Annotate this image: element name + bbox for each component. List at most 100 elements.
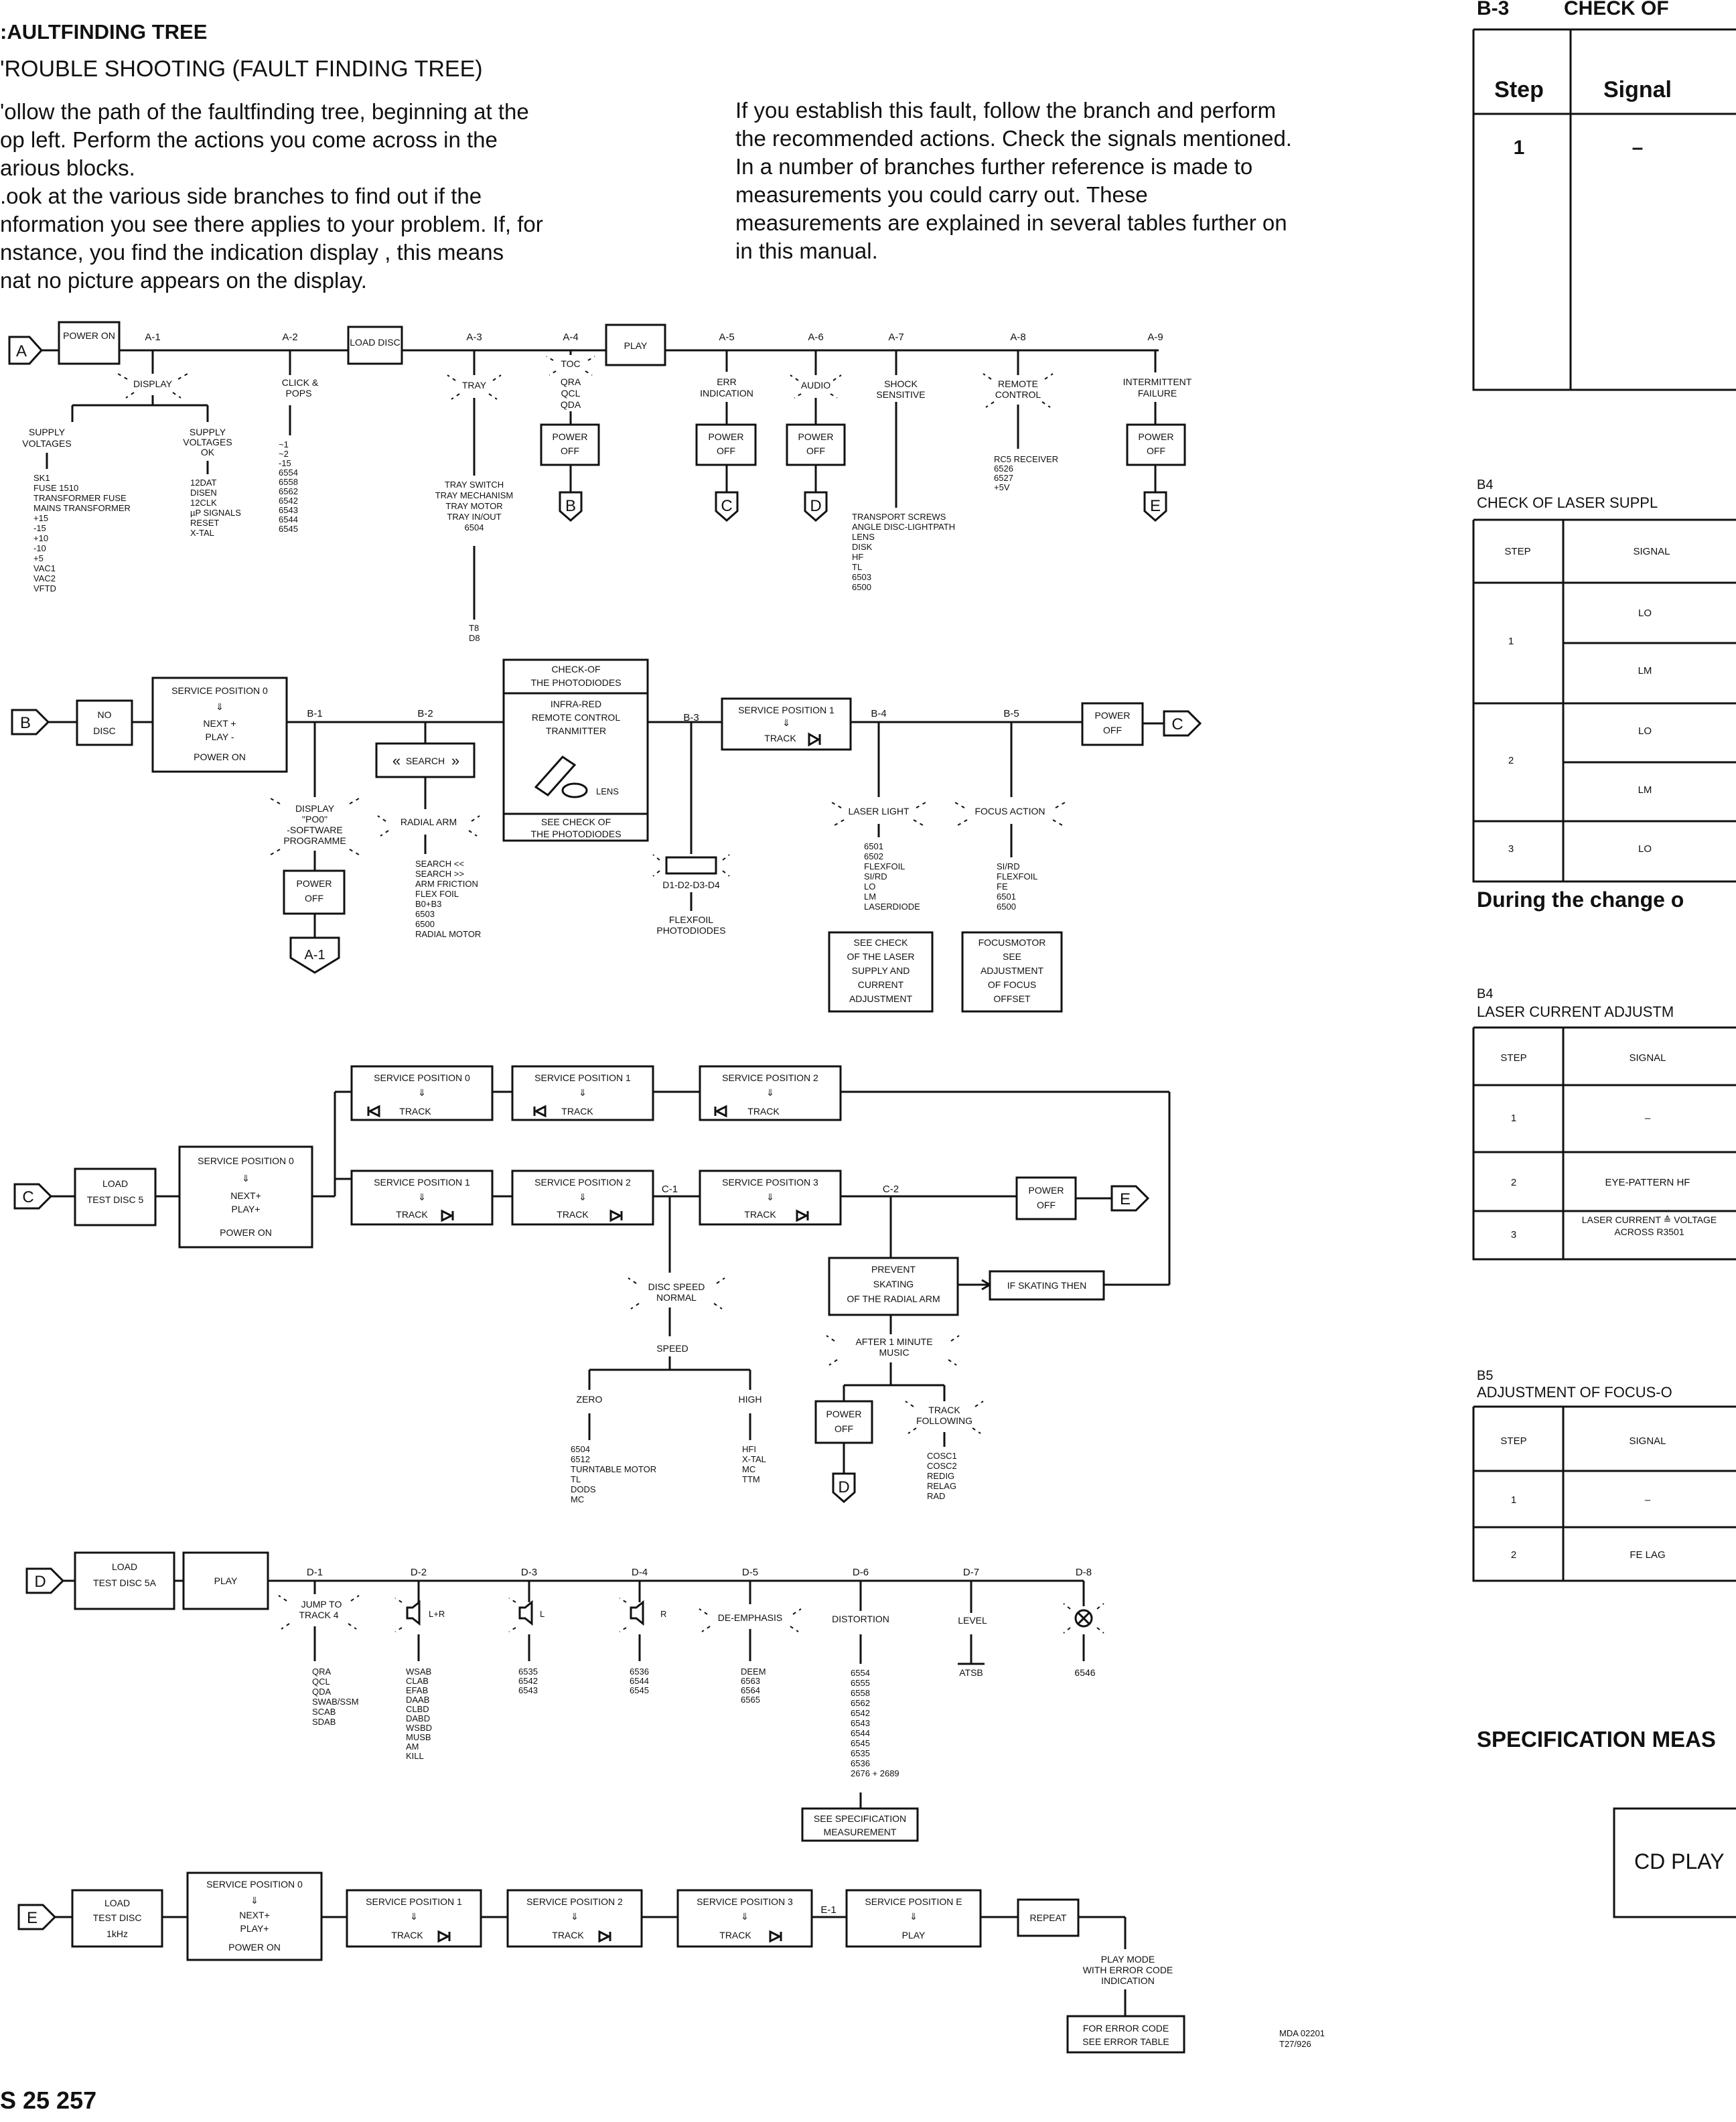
box-text: SERVICE POSITION 0 (374, 1072, 470, 1083)
a7-list-item: 6503 (852, 572, 871, 582)
connector-label: E (27, 1909, 38, 1927)
box-text: TRACK (396, 1209, 428, 1220)
a1-right-list-item: DISEN (190, 488, 217, 498)
d2-list-item: CLBD (406, 1704, 429, 1714)
arrow-down-icon: ⇓ (782, 717, 790, 728)
d-label: D-1 (307, 1567, 323, 1578)
box-text: SERVICE POSITION 0 (206, 1879, 303, 1890)
table-header: SIGNAL (1629, 1052, 1666, 1064)
connector-label: E (1120, 1190, 1131, 1208)
power-off-box (283, 869, 346, 915)
service-position-2-track-box (511, 1170, 654, 1226)
b4-list-item: 6502 (864, 851, 883, 861)
b2-list-item: FLEX FOIL (415, 889, 459, 899)
arrow-down-icon: ⇓ (579, 1087, 587, 1098)
box-text: PLAY (624, 340, 648, 351)
table-cell: 2 (1511, 1177, 1516, 1188)
box-text: TRACK (552, 1930, 584, 1940)
skip-previous-icon (367, 1105, 380, 1118)
service-position-1-box (721, 697, 852, 751)
a1-right-list-item: RESET (190, 518, 219, 528)
search-box (375, 742, 476, 778)
b2-list-item: RADIAL MOTOR (415, 929, 481, 939)
a1-left-list-item: VAC2 (33, 573, 56, 583)
box-text: MEASUREMENT (824, 1827, 897, 1837)
a-label: A-5 (719, 332, 734, 343)
box-text: LOAD (102, 1178, 128, 1189)
box-text: OF THE LASER (847, 951, 915, 962)
connector-label: D (810, 497, 821, 515)
d6-list-item: 6545 (851, 1738, 870, 1748)
box-text: CHECK-OF (551, 664, 600, 675)
power-off-text: OFF (305, 893, 323, 904)
power-off-text: OFF (1147, 445, 1165, 456)
d5-list-item: 6564 (741, 1685, 760, 1695)
a1-left-list-item: +10 (33, 533, 48, 543)
arrow-down-icon: ⇓ (418, 1192, 426, 1202)
power-off-text: POWER (553, 431, 588, 442)
table-cell: LM (1638, 784, 1652, 796)
table-header: Signal (1603, 77, 1672, 102)
table-cell: 3 (1508, 843, 1514, 855)
error-table-box (1066, 2015, 1185, 2054)
load-test-disc-5a-box (74, 1551, 175, 1610)
intro-left-line: nat no picture appears on the display. (0, 268, 367, 293)
box-text: TRACK (747, 1106, 780, 1117)
repeat-box (1017, 1898, 1080, 1937)
intro-left: 'ollow the path of the faultfinding tree… (0, 98, 543, 295)
connector-label: C (1171, 715, 1183, 733)
b1-indication: "PO0" (302, 814, 328, 825)
d-label: D-3 (521, 1567, 537, 1578)
table-id: B5 (1477, 1368, 1493, 1383)
connector-e-down (1143, 491, 1167, 522)
right-tables: B-3 CHECK OF Step Signal 1 – B4 CHECK OF… (1472, 0, 1736, 1918)
box-text: POWER ON (194, 752, 246, 762)
d1-indication: TRACK 4 (299, 1610, 338, 1620)
arrow-down-icon: ⇓ (410, 1911, 418, 1922)
spec-heading: SPECIFICATION MEAS (1477, 1727, 1716, 1752)
a3-tail: D8 (469, 633, 480, 643)
power-on-box (58, 321, 121, 365)
a-label: A-8 (1010, 332, 1025, 343)
d1-list-item: QRA (312, 1667, 332, 1677)
connector-a (8, 336, 44, 365)
d6-list-item: 6544 (851, 1728, 870, 1738)
power-off-text: OFF (1103, 725, 1122, 735)
b5-list-item: FE (997, 881, 1008, 892)
a9-head: INTERMITTENT (1123, 376, 1192, 387)
a8-list-item: +5V (994, 482, 1010, 492)
a1-left-list-item: +5 (33, 553, 44, 563)
b4-list-item: LM (864, 892, 876, 902)
d1-list-item: SCAB (312, 1707, 336, 1717)
box-text: SKATING (873, 1279, 914, 1289)
a4-item: QCL (561, 388, 581, 399)
tf-list-item: COSC1 (927, 1451, 957, 1461)
b2-list-item: B0+B3 (415, 899, 441, 909)
a1-right-head: VOLTAGES (183, 437, 232, 447)
box-text: LOAD (104, 1898, 130, 1908)
power-off-text: POWER (1029, 1185, 1064, 1196)
a3-list-item: TRAY IN/OUT (447, 512, 501, 522)
box-text: TRANMITTER (546, 725, 606, 736)
speaker-icon (630, 1600, 644, 1626)
box-text: OF FOCUS (988, 979, 1036, 990)
intro-left-line: nformation you see there applies to your… (0, 212, 543, 236)
connector-e (17, 1904, 57, 1930)
d7-head: LEVEL (958, 1615, 987, 1626)
intro-left-line: 'ollow the path of the faultfinding tree… (0, 99, 529, 124)
row-b: B NO DISC SERVICE POSITION 0 ⇓ NEXT + PL… (11, 658, 1202, 1013)
c-label: C-1 (662, 1184, 678, 1195)
connector-d-down (804, 491, 828, 522)
box-text: LOAD (112, 1561, 137, 1572)
e-label: E-1 (820, 1904, 836, 1916)
arrow-down-icon: ⇓ (216, 701, 224, 712)
a2-head: POPS (286, 388, 312, 399)
box-text: REMOTE CONTROL (532, 712, 620, 723)
power-off-text: POWER (297, 878, 332, 889)
prevent-skating-box (828, 1257, 959, 1316)
d6-list-item: 6542 (851, 1708, 870, 1718)
table-cell: FE LAG (1630, 1549, 1665, 1561)
a2-list-item: ~2 (279, 449, 289, 459)
d2-list-item: DAAB (406, 1695, 429, 1705)
